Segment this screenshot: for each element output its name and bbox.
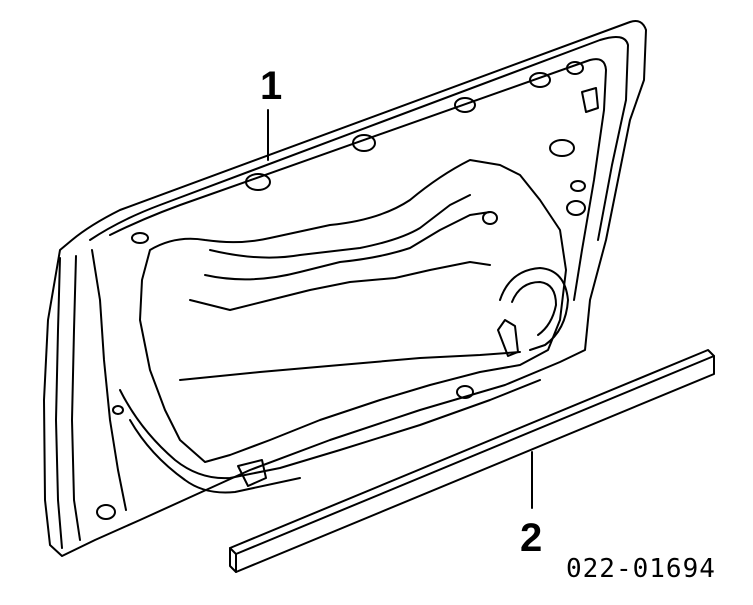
rail-hole-4	[529, 72, 551, 88]
door-hinge-edge-inner-2	[91, 249, 127, 511]
lower-bracket	[237, 459, 267, 487]
door-shell-outline	[43, 20, 647, 557]
panel-hole-2	[570, 180, 586, 192]
panel-hole-1	[549, 139, 575, 157]
lower-curve-inner	[129, 419, 301, 494]
stiffener-mid	[204, 211, 491, 281]
stiffener-upper	[209, 194, 471, 259]
door-hinge-edge-inner	[71, 255, 81, 541]
upper-corner-bracket	[581, 87, 599, 113]
speaker-opening	[499, 267, 569, 351]
panel-hole-6	[131, 232, 149, 244]
panel-hole-5	[456, 385, 474, 399]
lower-curve	[119, 379, 541, 480]
clip	[497, 319, 519, 357]
inner-panel-opening	[139, 159, 567, 463]
rail-hole-3	[454, 97, 476, 113]
door-top-frame-inner	[109, 58, 607, 301]
panel-hole-4	[482, 211, 498, 225]
rail-hole-2	[352, 134, 376, 152]
stiffener-lower	[189, 261, 491, 311]
lower-panel-line	[179, 351, 521, 381]
rail-hole-1	[245, 173, 271, 191]
sill-moulding	[229, 349, 715, 573]
callout-1: 1	[260, 64, 283, 108]
panel-hole-3	[566, 200, 586, 216]
door-hinge-edge	[55, 257, 63, 549]
callout-2: 2	[520, 516, 543, 560]
door-top-frame	[89, 35, 629, 241]
rail-hole-5	[566, 61, 584, 75]
part-code: 022-01694	[566, 554, 716, 584]
panel-hole-7	[96, 504, 116, 520]
speaker-opening-inner	[511, 281, 557, 336]
panel-hole-8	[112, 405, 124, 415]
